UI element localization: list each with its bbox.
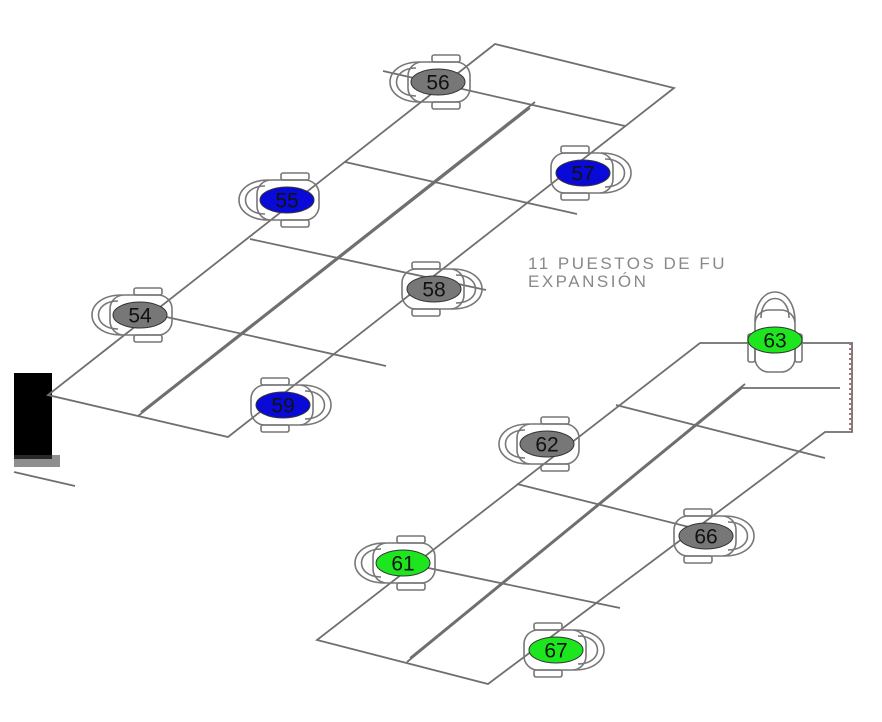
wall-pillar [14,373,52,459]
seat-number: 67 [544,640,567,663]
seat-number: 54 [128,305,152,328]
seat-status-dot [678,522,734,550]
desk-cluster-b [314,342,853,685]
seat-status-dot [112,301,168,329]
seat-status-dot [528,636,584,664]
chair-icon [498,416,580,472]
chair-icon [673,508,755,564]
seat-59[interactable]: 59 [250,377,332,433]
seat-58[interactable]: 58 [401,261,483,317]
chair-icon [354,535,436,591]
seat-number: 56 [426,72,449,95]
seat-number: 57 [571,163,594,186]
seat-status-dot [555,159,611,187]
chair-icon [91,287,173,343]
seat-status-dot [519,430,575,458]
seat-63[interactable]: 63 [747,291,803,373]
seat-number: 62 [535,434,558,457]
seat-54[interactable]: 54 [91,287,173,343]
chair-icon [389,54,471,110]
chair-icon [250,377,332,433]
seat-number: 58 [422,279,445,302]
chair-icon [550,145,632,201]
capacity-note-line2: EXPANSIÓN [528,272,648,291]
seat-61[interactable]: 61 [354,535,436,591]
seat-number: 61 [391,553,414,576]
desk-cluster-a [45,43,677,438]
seats-layer: 56 55 57 54 58 59 63 62 66 61 67 [91,54,803,678]
seat-status-dot [259,186,315,214]
seat-status-dot [410,68,466,96]
seat-55[interactable]: 55 [238,172,320,228]
seat-status-dot [747,326,803,354]
capacity-note-line1: 11 PUESTOS DE FU [528,254,727,273]
wall-pillar-shadow [14,455,60,467]
wall-line [13,471,76,487]
seat-number: 66 [694,526,717,549]
chair-icon [523,622,605,678]
chair-icon [401,261,483,317]
seat-status-dot [375,549,431,577]
seat-62[interactable]: 62 [498,416,580,472]
seat-status-dot [406,275,462,303]
seat-57[interactable]: 57 [550,145,632,201]
seat-56[interactable]: 56 [389,54,471,110]
seat-67[interactable]: 67 [523,622,605,678]
seat-number: 63 [763,330,786,353]
chair-icon [238,172,320,228]
seat-number: 59 [271,395,294,418]
seat-status-dot [255,391,311,419]
seat-number: 55 [275,190,298,213]
seat-66[interactable]: 66 [673,508,755,564]
